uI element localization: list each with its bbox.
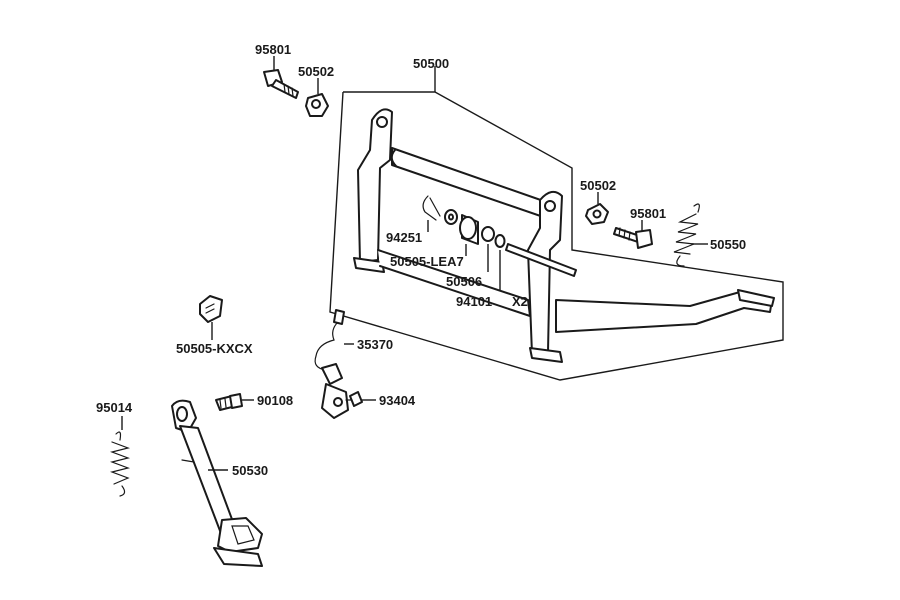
switch-part-35370 [314, 309, 349, 419]
label-50530: 50530 [232, 463, 268, 478]
label-50502-top: 50502 [298, 64, 334, 79]
washer-part-left [444, 209, 458, 225]
label-50550: 50550 [710, 237, 746, 252]
bolt-part-93404 [345, 391, 363, 407]
bolt-part-90108 [215, 393, 243, 411]
label-50506: 50506 [446, 274, 482, 289]
label-95801-top: 95801 [255, 42, 291, 57]
nut-part-50502-top [305, 93, 329, 117]
label-94251: 94251 [386, 230, 422, 245]
label-50502-right: 50502 [580, 178, 616, 193]
side-stand-part-50530 [171, 399, 263, 567]
cotter-pin-part [422, 195, 441, 221]
label-50500: 50500 [413, 56, 449, 71]
label-50505-kxcx: 50505-KXCX [176, 341, 253, 356]
spring-part-95014 [109, 431, 131, 497]
collar-part-50506 [481, 226, 495, 242]
center-stand-group-frame [329, 91, 784, 381]
label-90108: 90108 [257, 393, 293, 408]
rubber-block-part-50505-kxcx [199, 295, 223, 323]
spring-part-50550 [673, 203, 700, 267]
label-35370: 35370 [357, 337, 393, 352]
bolt-part-95801-top [263, 69, 299, 99]
label-95014: 95014 [96, 400, 133, 415]
bolt-part-95801-right [613, 227, 653, 249]
bushing-part-50505-lea7 [459, 214, 479, 245]
label-93404: 93404 [379, 393, 416, 408]
center-stand-part [353, 108, 775, 363]
label-50505-lea7: 50505-LEA7 [390, 254, 464, 269]
label-95801-right: 95801 [630, 206, 666, 221]
nut-part-50502-right [585, 203, 609, 225]
label-94101: 94101 [456, 294, 492, 309]
washer-part-94101 [494, 234, 506, 248]
label-94101-quantity: X2 [512, 294, 528, 309]
